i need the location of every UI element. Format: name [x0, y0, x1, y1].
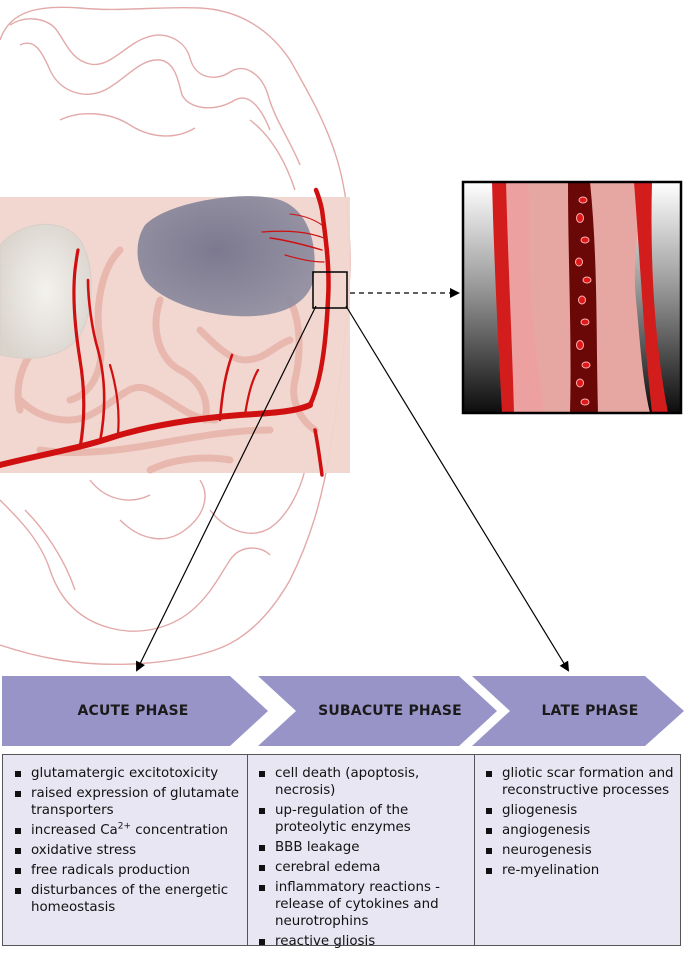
list-item: gliotic scar formation and reconstructiv…: [484, 765, 676, 799]
acute-phase-title: ACUTE PHASE: [77, 703, 189, 719]
list-item: up-regulation of the proteolytic enzymes: [257, 802, 469, 836]
list-item: free radicals production: [13, 862, 243, 879]
chevron-subacute: [258, 676, 497, 746]
zoom-region-square: [312, 271, 348, 309]
list-item: re-myelination: [484, 862, 676, 879]
chevron-late: [472, 676, 684, 746]
list-item: neurogenesis: [484, 842, 676, 859]
cerebral-arteries: [0, 187, 331, 477]
list-item: raised expression of glutamate transport…: [13, 785, 243, 819]
column-divider: [474, 755, 475, 945]
acute-phase-column: glutamatergic excitotoxicity raised expr…: [13, 765, 243, 919]
slice-gyri: [14, 246, 319, 474]
late-phase-column: gliotic scar formation and reconstructiv…: [484, 765, 676, 882]
late-phase-title: LATE PHASE: [541, 703, 639, 719]
list-item: gliogenesis: [484, 802, 676, 819]
subacute-phase-title: SUBACUTE PHASE: [318, 703, 462, 719]
list-item: disturbances of the energetic homeostasi…: [13, 882, 243, 916]
subacute-phase-column: cell death (apoptosis, necrosis) up-regu…: [257, 765, 469, 953]
list-item: inflammatory reactions - release of cyto…: [257, 879, 469, 930]
list-item: BBB leakage: [257, 839, 469, 856]
arrow-to-late-phase: [345, 305, 570, 672]
vessel-inset: [461, 180, 683, 415]
arrow-to-acute-phase: [136, 305, 317, 672]
list-item: cell death (apoptosis, necrosis): [257, 765, 469, 799]
item-text: concentration: [131, 823, 229, 838]
list-item: cerebral edema: [257, 859, 469, 876]
list-item: angiogenesis: [484, 822, 676, 839]
list-item: glutamatergic excitotoxicity: [13, 765, 243, 782]
list-item: increased Ca2+ concentration: [13, 822, 243, 839]
phase-details-box: glutamatergic excitotoxicity raised expr…: [2, 754, 681, 949]
item-text: increased Ca: [31, 823, 118, 838]
ischemic-lesion: [137, 196, 315, 317]
item-superscript: 2+: [117, 821, 132, 832]
list-item: reactive gliosis: [257, 933, 469, 950]
lateral-ventricle: [0, 223, 92, 359]
list-item: oxidative stress: [13, 842, 243, 859]
chevron-acute: [2, 676, 268, 746]
column-divider: [247, 755, 248, 945]
